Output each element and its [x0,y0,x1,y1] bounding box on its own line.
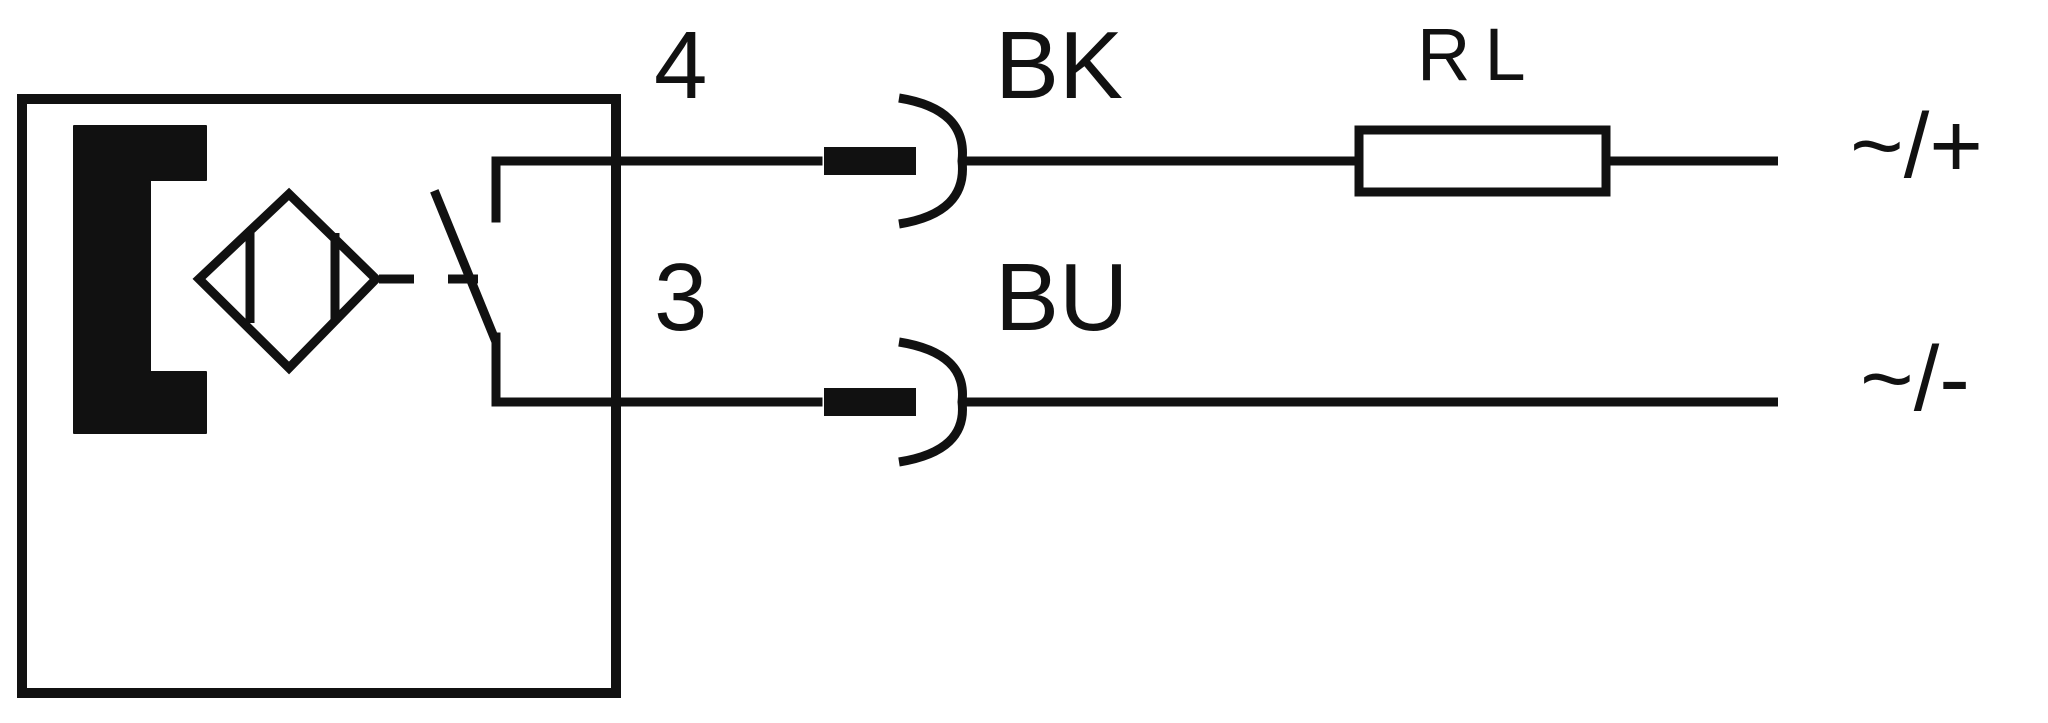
switch-contact [430,156,823,407]
wires [962,156,1778,407]
supply-negative-label: ~/- [1860,328,1970,430]
wire-bk-label: BK [995,12,1123,119]
sensing-face-bracket [73,125,207,434]
supply-positive-label: ~/+ [1850,95,1983,197]
load-label: RL [1417,13,1540,96]
pin-3-label: 3 [654,244,707,351]
load-resistor [1354,125,1611,197]
proximity-sensor-icon [192,187,383,375]
connector-pin-3 [824,337,967,467]
wire-bu-label: BU [995,244,1128,351]
connector-pin-4 [824,93,967,229]
sensor-housing [17,94,621,698]
pin-4-label: 4 [654,12,707,119]
